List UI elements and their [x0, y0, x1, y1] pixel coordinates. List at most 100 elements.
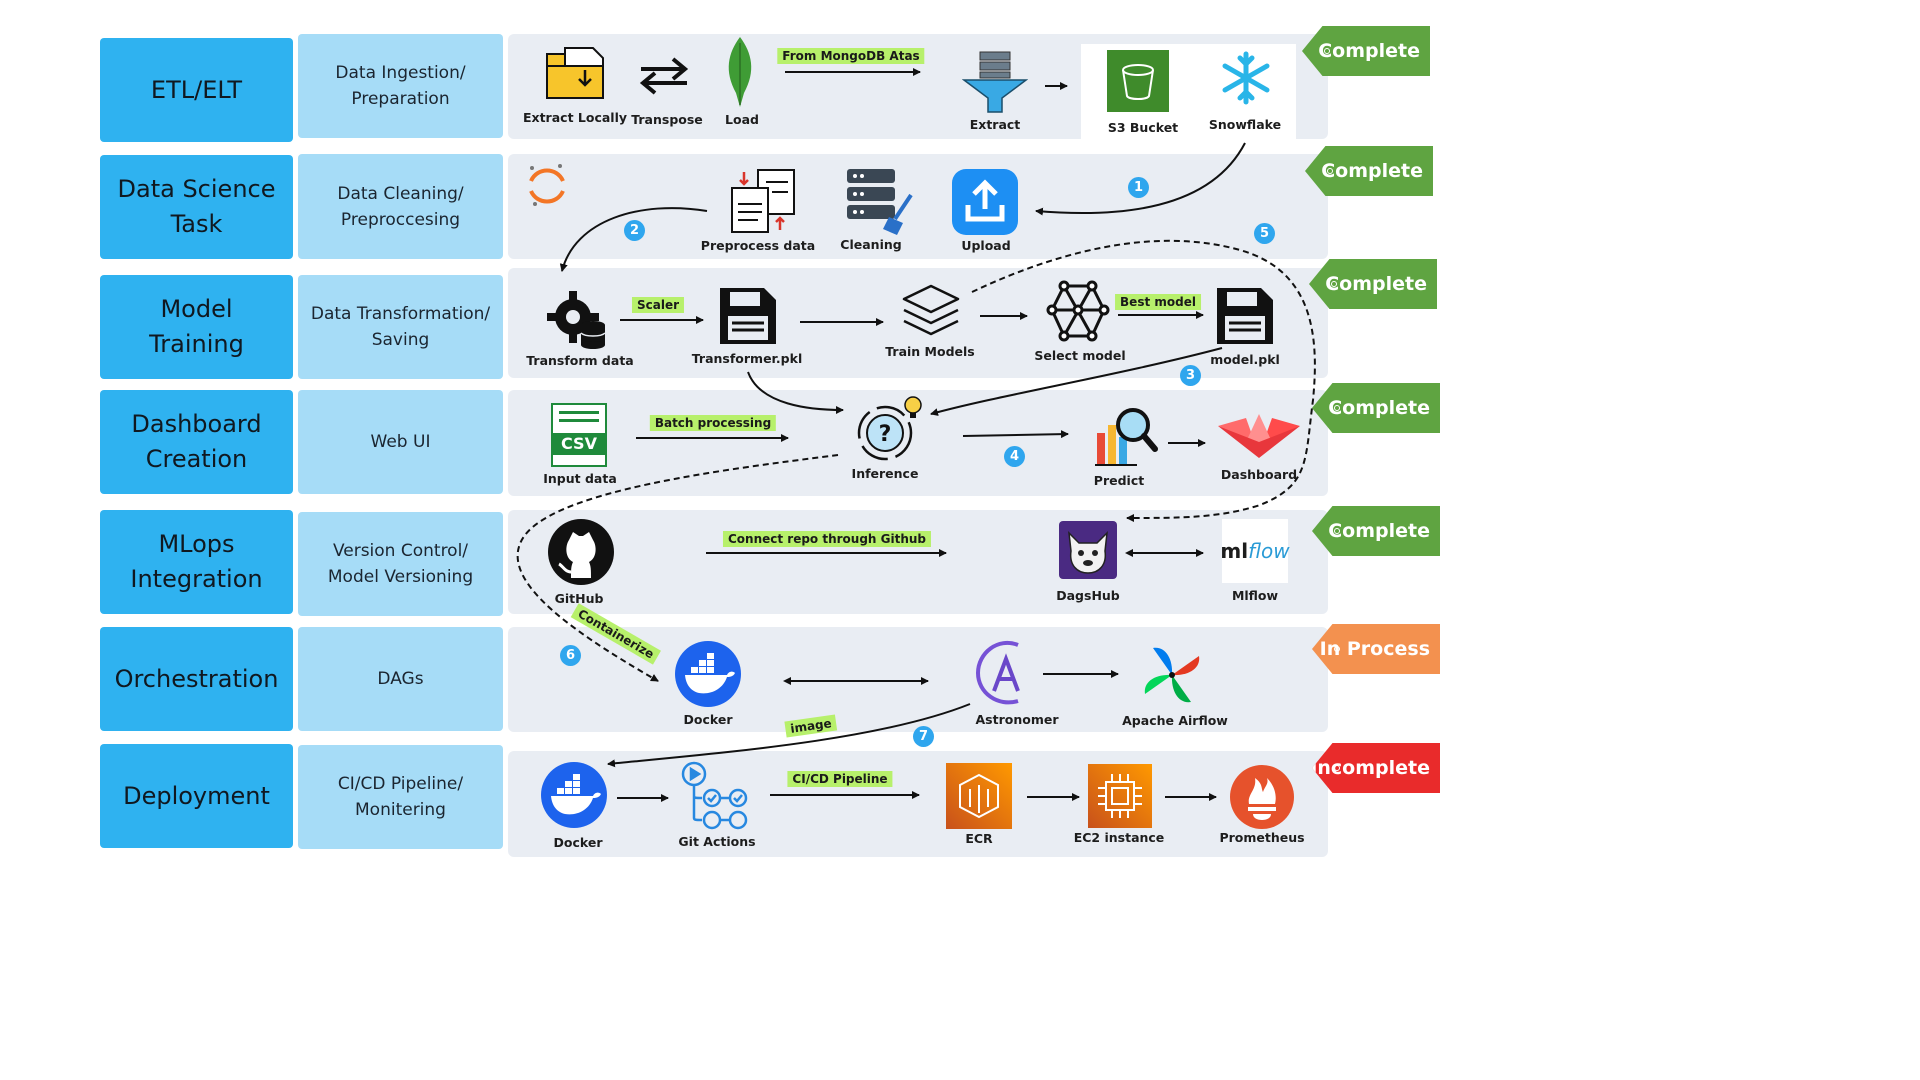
node-label: Load: [725, 112, 759, 127]
status-badge: Complete: [1312, 383, 1440, 433]
node-label: Extract: [969, 117, 1021, 132]
node-label: Git Actions: [678, 834, 756, 849]
node-label: Select model: [1034, 348, 1126, 363]
node-label: Transpose: [631, 112, 703, 127]
node-label: Upload: [961, 238, 1011, 253]
svg-text:?: ?: [879, 422, 892, 447]
node-label: ECR: [965, 831, 993, 846]
funnel-icon: [962, 51, 1028, 113]
stage-label: Model Training: [149, 295, 244, 358]
floppy-disk-icon: [720, 288, 776, 344]
docker-icon: [541, 762, 607, 828]
status-badge: Complete: [1309, 259, 1437, 309]
ec2-icon: [1088, 764, 1152, 828]
node-label: GitHub: [554, 591, 604, 606]
chart-magnifier-icon: [1095, 408, 1158, 466]
floppy-disk-icon: [1217, 288, 1273, 344]
status-badge: Complete: [1302, 26, 1430, 76]
node-label: Input data: [543, 471, 617, 486]
node-label: Predict: [1093, 473, 1145, 488]
arrow-snowflake-upload: [1035, 142, 1246, 216]
airflow-icon: [1144, 647, 1200, 703]
network-icon: [1046, 280, 1110, 342]
folder-icon: [546, 47, 604, 99]
streamlit-icon: [1218, 414, 1300, 458]
stage-label: ETL/ELT: [150, 75, 243, 104]
lane-model-training: [508, 268, 1328, 378]
tag-scaler: Scaler: [631, 297, 685, 313]
step-badge: 3: [1180, 365, 1201, 386]
tag-connect-repo: Connect repo through Github: [722, 531, 932, 547]
node-label: Prometheus: [1219, 830, 1305, 845]
task-label: Data Ingestion/ Preparation: [335, 63, 466, 109]
stage-model-training: Model Training: [100, 275, 293, 379]
node-label: Transformer.pkl: [691, 351, 803, 366]
git-actions-icon: [681, 761, 748, 830]
dashed-arrow-inference-docker: [516, 454, 839, 682]
status-badge: In Process: [1312, 624, 1440, 674]
jupyter-icon: [529, 164, 565, 206]
task-label: DAGs: [377, 669, 424, 689]
snowflake-icon: [1222, 51, 1270, 105]
tag-best-model: Best model: [1115, 294, 1201, 310]
status-badge: Complete: [1305, 146, 1433, 196]
node-label: Mlflow: [1231, 588, 1279, 603]
astronomer-icon: [975, 641, 1020, 705]
stage-dashboard: Dashboard Creation: [100, 390, 293, 494]
tag-cicd-pipeline: CI/CD Pipeline: [787, 771, 893, 787]
documents-icon: [731, 169, 795, 233]
node-label: DagsHub: [1056, 588, 1120, 603]
dashed-arrow-train-dagshub: [971, 239, 1316, 522]
task-mlops: Version Control/ Model Versioning: [298, 512, 503, 616]
github-icon: [548, 519, 614, 585]
task-label: Data Cleaning/ Preproccesing: [337, 183, 464, 230]
step-badge: 2: [624, 220, 645, 241]
s3-bucket-icon: [1107, 50, 1169, 112]
task-deployment: CI/CD Pipeline/ Monitering: [298, 745, 503, 849]
node-label: EC2 instance: [1073, 830, 1165, 845]
mongodb-leaf-icon: [728, 37, 752, 107]
arrow-inference-predict: [962, 430, 1069, 439]
lane-deployment: [508, 751, 1328, 857]
task-label: CI/CD Pipeline/ Monitering: [337, 774, 464, 820]
inference-icon: ?: [857, 396, 922, 461]
step-badge: 4: [1004, 446, 1025, 467]
csv-text: CSV: [551, 433, 607, 455]
layers-icon: [902, 284, 960, 336]
status-badge: Complete: [1312, 506, 1440, 556]
node-label: Cleaning: [840, 237, 902, 252]
stage-label: Deployment: [123, 781, 270, 810]
stage-orchestration: Orchestration: [100, 627, 293, 731]
ecr-icon: [946, 763, 1012, 829]
swap-arrows-icon: [639, 57, 689, 95]
pipeline-diagram: ETL/ELT Data Science Task Model Training…: [100, 26, 1440, 857]
arrow-modelpkl-inference: [930, 347, 1223, 416]
task-label: Version Control/ Model Versioning: [327, 541, 474, 587]
stage-deployment: Deployment: [100, 744, 293, 848]
connector-layer: [516, 68, 1316, 802]
mlflow-flow-text: flow: [1248, 539, 1290, 563]
dagshub-icon: [1059, 521, 1117, 579]
node-label: Train Models: [885, 344, 975, 359]
task-label: Web UI: [370, 432, 431, 452]
arrow-preprocess-transform: [559, 207, 708, 272]
node-label: Inference: [851, 466, 919, 481]
arrow-astronomer-docker-deploy: [607, 703, 971, 768]
task-model-training: Data Transformation/ Saving: [298, 275, 503, 379]
docker-icon: [675, 641, 741, 707]
lane-data-science: [508, 154, 1328, 259]
gear-database-icon: [547, 291, 606, 349]
node-label: Dashboard: [1220, 467, 1298, 482]
step-badge: 6: [560, 645, 581, 666]
stage-label: MLops Integration: [130, 530, 263, 593]
node-label: Snowflake: [1208, 117, 1282, 132]
tag-from-mongodb: From MongoDB Atas: [777, 48, 925, 64]
task-orchestration: DAGs: [298, 627, 503, 731]
task-dashboard: Web UI: [298, 390, 503, 494]
node-label: Preprocess data: [700, 238, 816, 253]
status-badge: Incomplete: [1312, 743, 1440, 793]
stage-mlops: MLops Integration: [100, 510, 293, 614]
step-badge: 7: [913, 726, 934, 747]
node-label: Astronomer: [975, 712, 1059, 727]
step-badge: 1: [1128, 177, 1149, 198]
